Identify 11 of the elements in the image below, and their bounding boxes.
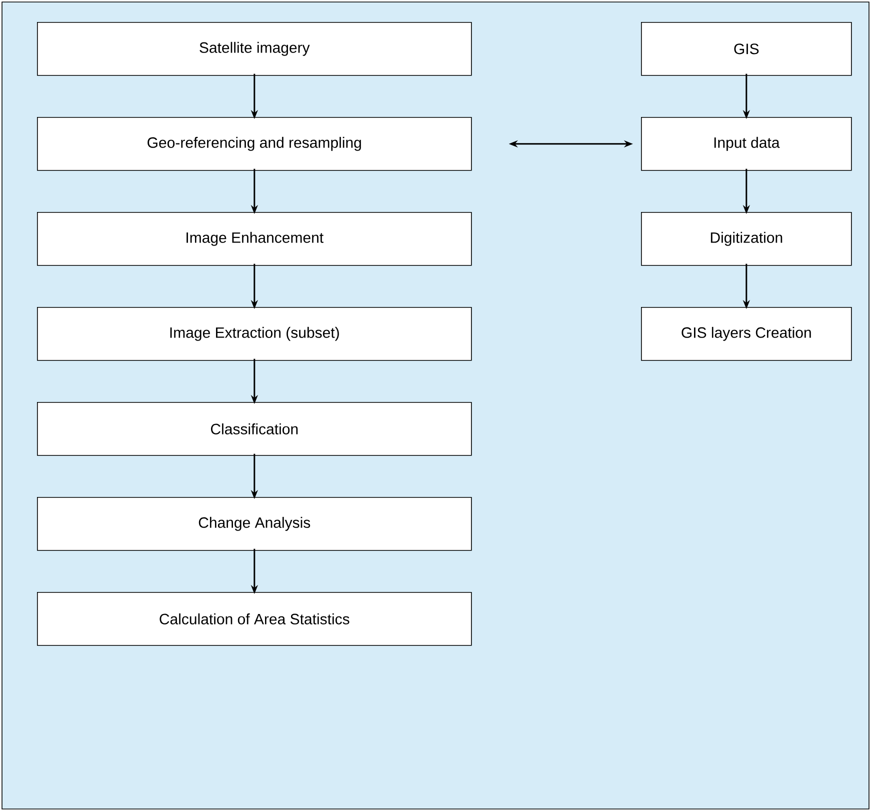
process-box: Classification: [37, 402, 472, 456]
process-box: Change Analysis: [37, 497, 472, 551]
process-box: Digitization: [641, 212, 852, 266]
process-box: GIS layers Creation: [641, 307, 852, 361]
process-box: Satellite imagery: [37, 22, 472, 76]
process-box: GIS: [641, 22, 852, 76]
process-box: Image Enhancement: [37, 212, 472, 266]
process-box: Input data: [641, 117, 852, 171]
process-box: Image Extraction (subset): [37, 307, 472, 361]
process-box: Calculation of Area Statistics: [37, 592, 472, 646]
process-box: Geo-referencing and resampling: [37, 117, 472, 171]
